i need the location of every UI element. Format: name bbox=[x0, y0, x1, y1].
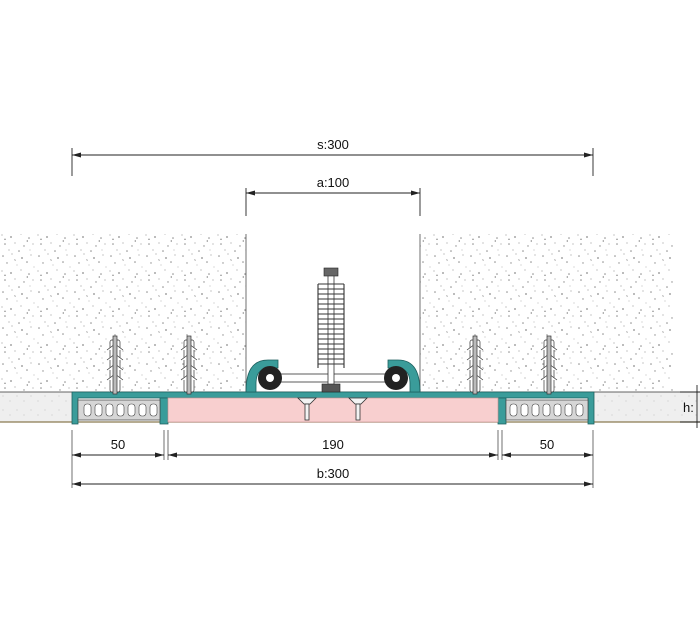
dimension-s: s:300 bbox=[71, 137, 594, 176]
dimension-center-label: 190 bbox=[322, 437, 344, 452]
dimension-center-190: 190 bbox=[168, 437, 498, 458]
dimension-left-50: 50 bbox=[72, 437, 164, 458]
dimension-h-label: h: bbox=[683, 400, 694, 415]
spring-bolt bbox=[317, 267, 345, 393]
dimension-a-label: a:100 bbox=[317, 175, 350, 190]
dimension-h: h: bbox=[680, 385, 700, 428]
dimension-right-50: 50 bbox=[502, 437, 593, 458]
dimension-left-label: 50 bbox=[111, 437, 125, 452]
dimension-a: a:100 bbox=[245, 175, 421, 216]
countersunk-screws bbox=[297, 397, 368, 421]
dimension-s-label: s:300 bbox=[317, 137, 349, 152]
anchor-dowels bbox=[106, 335, 558, 395]
dimension-b: b:300 bbox=[72, 466, 593, 487]
dimension-b-label: b:300 bbox=[317, 466, 350, 481]
concrete-slab-left bbox=[0, 234, 246, 392]
screed-layer-left bbox=[0, 392, 72, 422]
dimension-right-label: 50 bbox=[540, 437, 554, 452]
rubber-seal-right bbox=[505, 399, 589, 421]
rubber-seal-left bbox=[77, 399, 161, 421]
screed-layer-right bbox=[594, 392, 700, 422]
center-insert bbox=[167, 397, 499, 423]
